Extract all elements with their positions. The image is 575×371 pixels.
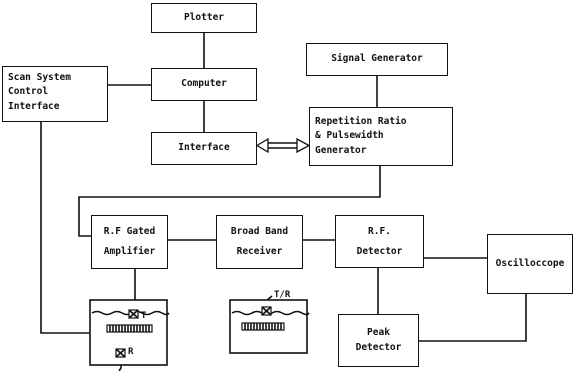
rf-detector-block: R.F. Detector xyxy=(335,215,424,268)
specimen-icon xyxy=(241,322,285,331)
line-scan-tank xyxy=(40,122,90,334)
rf-gated-amplifier-block: R.F Gated Amplifier xyxy=(91,215,168,269)
receiver-transducer-icon xyxy=(115,348,126,358)
computer-label: Computer xyxy=(181,78,227,90)
scan-system-control-interface-block: Scan System Control Interface xyxy=(2,66,108,122)
broad-band-receiver-block: Broad Band Receiver xyxy=(216,215,303,269)
repetition-ratio-label: Repetition Ratio & Pulsewidth Generator xyxy=(315,116,407,156)
oscilloscope-label: Oscilloccope xyxy=(495,257,565,269)
line-rep-amp xyxy=(78,165,381,237)
transceiver-transducer-icon xyxy=(261,306,272,316)
broad-band-receiver-label: Broad Band Receiver xyxy=(230,226,289,257)
transmitter-transducer-icon xyxy=(128,309,139,319)
oscilloscope-block: Oscilloccope xyxy=(487,234,573,294)
signal-generator-label: Signal Generator xyxy=(331,53,423,65)
rf-gated-amplifier-label: R.F Gated Amplifier xyxy=(103,226,156,257)
computer-block: Computer xyxy=(151,68,257,101)
transceiver-label: T/R xyxy=(274,290,291,300)
interface-block: Interface xyxy=(151,132,257,165)
line-peak-scope xyxy=(418,293,527,342)
tank-pulse-echo xyxy=(229,299,310,354)
plotter-label: Plotter xyxy=(183,11,225,23)
peak-detector-label: Peak Detector xyxy=(355,327,402,353)
plotter-block: Plotter xyxy=(151,3,257,33)
repetition-ratio-pulsewidth-generator-block: Repetition Ratio & Pulsewidth Generator xyxy=(309,107,453,166)
transmitter-label: T xyxy=(141,311,147,321)
scan-system-label: Scan System Control Interface xyxy=(8,72,71,112)
signal-generator-block: Signal Generator xyxy=(306,43,448,76)
receiver-label: R xyxy=(128,347,134,357)
interface-label: Interface xyxy=(178,142,230,154)
tank-through-transmission xyxy=(89,299,170,366)
specimen-icon xyxy=(106,324,153,333)
rf-detector-label: R.F. Detector xyxy=(356,225,403,257)
bidirectional-arrow-icon xyxy=(255,137,311,154)
peak-detector-block: Peak Detector xyxy=(338,314,419,367)
